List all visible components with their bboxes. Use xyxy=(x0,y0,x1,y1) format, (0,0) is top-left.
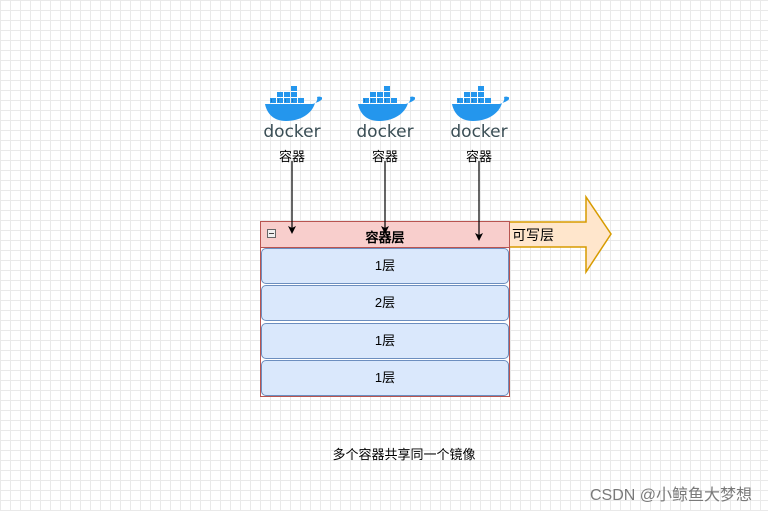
docker-wordmark: docker xyxy=(263,122,321,142)
collapse-icon[interactable] xyxy=(267,229,276,238)
docker-whale-icon xyxy=(452,86,509,121)
writable-layer-arrow xyxy=(499,194,612,275)
arrowhead-icon xyxy=(381,226,389,234)
diagram-caption: 多个容器共享同一个镜像 xyxy=(332,447,476,462)
image-layer: 1层 xyxy=(261,360,509,396)
arrowhead-icon xyxy=(288,226,296,234)
docker-container-1: docker 容器 xyxy=(257,84,327,164)
container-layer-title: 容器层 xyxy=(365,230,405,245)
container-label: 容器 xyxy=(278,149,305,164)
arrowhead-icon xyxy=(475,233,483,241)
docker-container-3: docker 容器 xyxy=(444,84,514,164)
docker-whale-icon xyxy=(358,86,415,121)
image-layers-pool: 容器层 1层 2层 1层 1层 xyxy=(260,221,510,397)
image-layer: 1层 xyxy=(261,248,509,284)
docker-wordmark: docker xyxy=(450,122,508,142)
watermark: CSDN @小鲸鱼大梦想 xyxy=(589,487,752,504)
image-layer: 2层 xyxy=(261,285,509,321)
docker-wordmark: docker xyxy=(356,122,414,142)
writable-layer-label: 可写层 xyxy=(512,227,554,243)
container-label: 容器 xyxy=(465,149,492,164)
image-layer: 1层 xyxy=(261,323,509,359)
container-label: 容器 xyxy=(371,149,398,164)
docker-whale-icon xyxy=(265,86,322,121)
docker-container-2: docker 容器 xyxy=(350,84,420,164)
